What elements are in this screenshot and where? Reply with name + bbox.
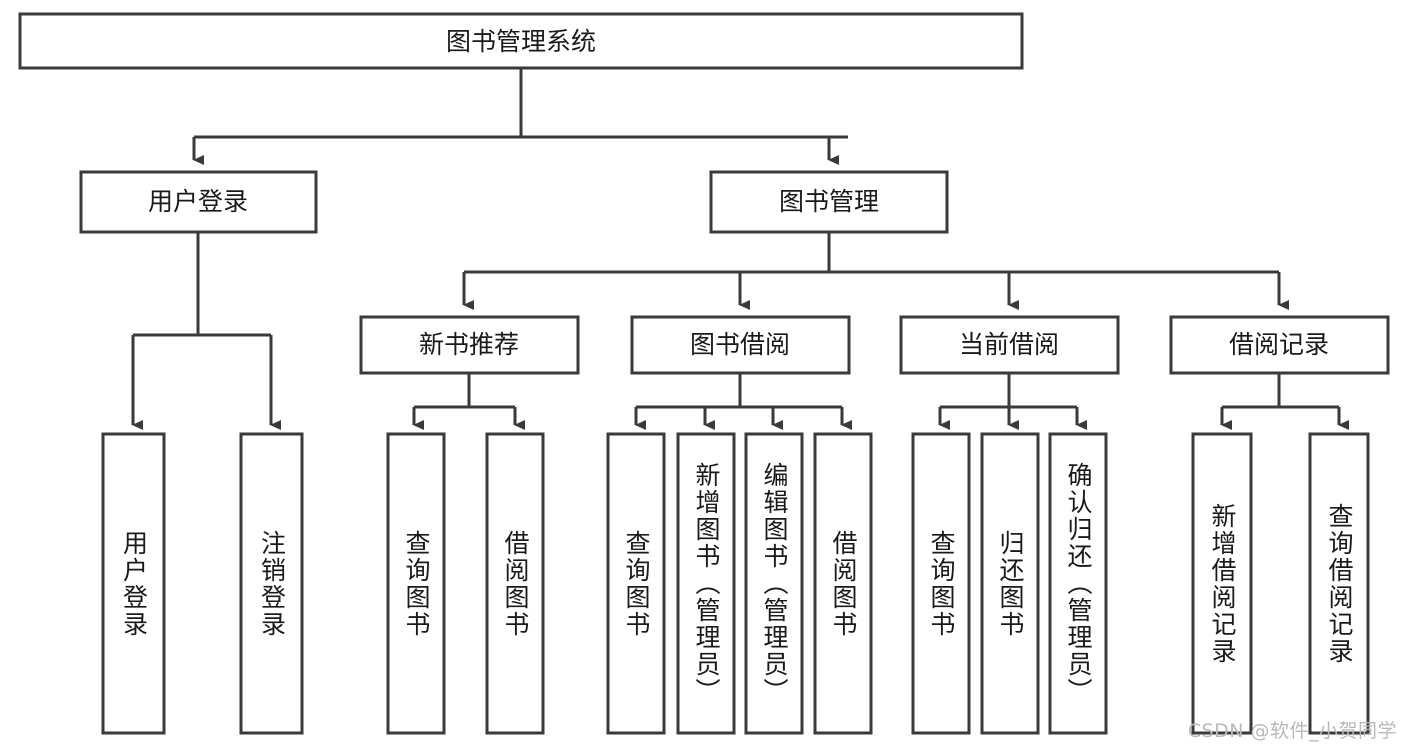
node-borrow-record[interactable]: 借阅记录 [1169,315,1390,375]
connector-bookmanage-to-level3 [462,232,1289,310]
node-book-manage-label: 图书管理 [779,187,879,216]
connector-currentborrow-to-leaves [938,373,1087,430]
node-book-borrow-label: 图书借阅 [690,330,790,359]
node-leaf-add-record[interactable] [1191,432,1253,735]
connector-newbook-to-leaves [412,373,525,430]
node-leaf-query-book-2[interactable] [606,432,666,735]
node-leaf-borrow-book-1[interactable] [485,432,545,735]
connector-bookborrow-to-leaves [634,373,852,430]
csdn-watermark: CSDN @软件_小贺同学 [1187,720,1397,742]
node-book-manage[interactable]: 图书管理 [709,170,949,234]
node-leaf-edit-book[interactable] [744,432,804,735]
node-leaf-borrow-book-2[interactable] [813,432,873,735]
node-new-book-recommend-label: 新书推荐 [419,330,519,359]
node-user-login[interactable]: 用户登录 [79,170,318,234]
node-current-borrow[interactable]: 当前借阅 [899,315,1120,375]
node-current-borrow-label: 当前借阅 [959,330,1059,359]
node-leaf-add-book[interactable] [676,432,736,735]
node-new-book-recommend[interactable]: 新书推荐 [359,315,580,375]
node-leaf-return-book[interactable] [980,432,1040,735]
node-root-label: 图书管理系统 [446,27,596,56]
node-leaf-user-login[interactable] [101,432,166,735]
connector-userlogin-to-leaves [131,232,281,430]
connector-root-to-level2 [192,68,848,165]
node-leaf-query-book-1[interactable] [386,432,446,735]
connector-borrowrecord-to-leaves [1220,373,1349,430]
node-leaf-query-record[interactable] [1308,432,1370,735]
node-book-borrow[interactable]: 图书借阅 [630,315,851,375]
node-leaf-confirm-return[interactable] [1048,432,1108,735]
node-root[interactable]: 图书管理系统 [18,12,1024,70]
node-leaf-logout-login[interactable] [239,432,304,735]
node-leaf-query-book-3[interactable] [911,432,971,735]
node-borrow-record-label: 借阅记录 [1229,330,1329,359]
node-user-login-label: 用户登录 [148,187,248,216]
